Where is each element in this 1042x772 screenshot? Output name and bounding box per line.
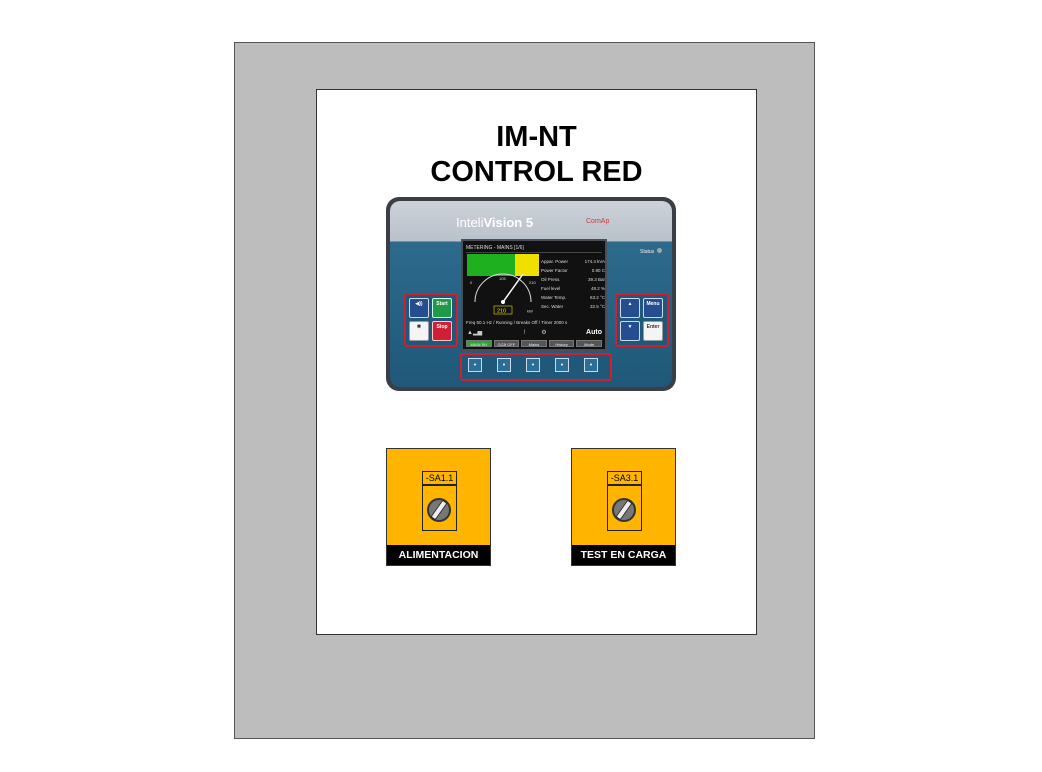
mode-indicator: Auto	[586, 329, 602, 336]
left-button-group: ◀)) Start ✱ Stop	[404, 293, 458, 347]
reading-label: Water Temp.	[541, 295, 567, 300]
screen-header: METERING - MAINS [1/6]	[466, 244, 602, 253]
reading-row: Oil Press. 39.3 Bar	[541, 275, 605, 284]
intelivision-controller: InteliVision 5 ComAp Status METERING - M…	[386, 197, 676, 391]
gauge-needle	[502, 273, 524, 303]
switch-housing	[422, 485, 457, 531]
power-gauge: 0 105 210 210 kW	[467, 254, 539, 315]
switch-tag: -SA1.1	[422, 471, 457, 485]
gauge-tick-mid: 105	[499, 276, 506, 281]
reading-row: Water Temp. 63.2 °C	[541, 293, 605, 302]
reading-value: 0.80 C	[591, 268, 605, 273]
controller-faceplate: InteliVision 5 ComAp Status METERING - M…	[390, 201, 672, 387]
brand-main: Vision 5	[483, 215, 534, 230]
softkey-label-2: GCB OFF	[493, 340, 520, 347]
switch-tag: -SA3.1	[607, 471, 642, 485]
softkey-labels: MAIN SH GCB OFF Mains History Mode	[466, 340, 602, 347]
up-arrow-button[interactable]: ▲	[620, 298, 640, 318]
alarm-icon: !	[523, 330, 526, 336]
readings-list: Appar. Power 174.4 kVA Power Factor 0.80 C…	[541, 257, 605, 311]
gauge-value: 210	[497, 309, 506, 315]
panel-title-line2: CONTROL RED	[430, 156, 643, 188]
softkey-button-3[interactable]: •	[526, 358, 540, 372]
fault-reset-icon: ✱	[416, 324, 422, 330]
gauge-value-box	[493, 305, 513, 315]
stop-button[interactable]: Stop	[432, 321, 452, 341]
softkey-button-1[interactable]: •	[468, 358, 482, 372]
selector-switch-alimentacion[interactable]: -SA1.1 ALIMENTACION	[386, 448, 491, 566]
selector-switch-test-en-carga[interactable]: -SA3.1 TEST EN CARGA	[571, 448, 676, 566]
switch-label: ALIMENTACION	[387, 545, 490, 565]
softkey-label-5: Mode	[576, 340, 602, 347]
reading-row: Sec. Water 32.5 °C	[541, 302, 605, 311]
knob-handle	[616, 500, 632, 520]
gauge-arc	[474, 273, 532, 303]
menu-button[interactable]: Menu	[643, 298, 663, 318]
reading-value: 32.5 °C	[589, 304, 605, 309]
softkey-label-1: MAIN SH	[466, 340, 492, 347]
rotary-knob-icon	[427, 498, 451, 522]
knob-handle	[431, 500, 447, 520]
softkey-label-3: Mains	[521, 340, 547, 347]
status-led-icon	[657, 248, 662, 253]
horn-reset-button[interactable]: ◀))	[409, 298, 429, 318]
reading-label: Appar. Power	[541, 259, 569, 264]
start-button[interactable]: Start	[432, 298, 452, 318]
controller-display: METERING - MAINS [1/6] 0 105 210 210 kW …	[461, 239, 607, 351]
gauge-tick-0: 0	[470, 280, 473, 285]
fault-reset-button[interactable]: ✱	[409, 321, 429, 341]
reading-label: Power Factor	[541, 268, 568, 273]
engine-icon: ⚙	[541, 330, 547, 336]
right-button-group: ▲ Menu ▼ Enter	[615, 293, 669, 347]
reading-value: 39.3 Bar	[587, 277, 605, 282]
softkey-button-2[interactable]: •	[497, 358, 511, 372]
screen-icon-row: ▲▂▅ ! ⚙	[467, 329, 602, 339]
reading-row: Power Factor 0.80 C	[541, 266, 605, 275]
reading-label: Fuel level	[541, 286, 561, 291]
softkey-button-group: • • • • •	[460, 353, 612, 381]
softkey-label-4: History	[548, 340, 575, 347]
status-label: Status	[640, 249, 655, 255]
enter-button[interactable]: Enter	[643, 321, 663, 341]
reading-value: 174.4 kVA	[584, 259, 605, 264]
reading-label: Sec. Water	[541, 304, 564, 309]
breaker-icon: ▲▂▅	[467, 330, 483, 336]
panel-title-line1: IM-NT	[496, 121, 577, 153]
softkey-button-4[interactable]: •	[555, 358, 569, 372]
gauge-unit: kW	[527, 309, 533, 314]
reading-row: Fuel level 48.2 %	[541, 284, 605, 293]
reading-value: 63.2 °C	[589, 295, 605, 300]
screen-status-line: Freq 50.1 Hz / Running / Breaks Off / Ti…	[466, 320, 568, 325]
reading-row: Appar. Power 174.4 kVA	[541, 257, 605, 266]
gauge-tick-max: 210	[529, 280, 536, 285]
controller-brand: InteliVision 5	[456, 215, 533, 230]
switch-label: TEST EN CARGA	[572, 545, 675, 565]
down-arrow-button[interactable]: ▼	[620, 321, 640, 341]
gauge-yellow-zone	[515, 254, 539, 276]
comap-logo: ComAp	[586, 218, 610, 225]
gauge-hub	[501, 300, 505, 304]
switch-housing	[607, 485, 642, 531]
softkey-button-5[interactable]: •	[584, 358, 598, 372]
rotary-knob-icon	[612, 498, 636, 522]
reading-value: 48.2 %	[590, 286, 605, 291]
reading-label: Oil Press.	[541, 277, 561, 282]
brand-prefix: Inteli	[456, 215, 484, 230]
